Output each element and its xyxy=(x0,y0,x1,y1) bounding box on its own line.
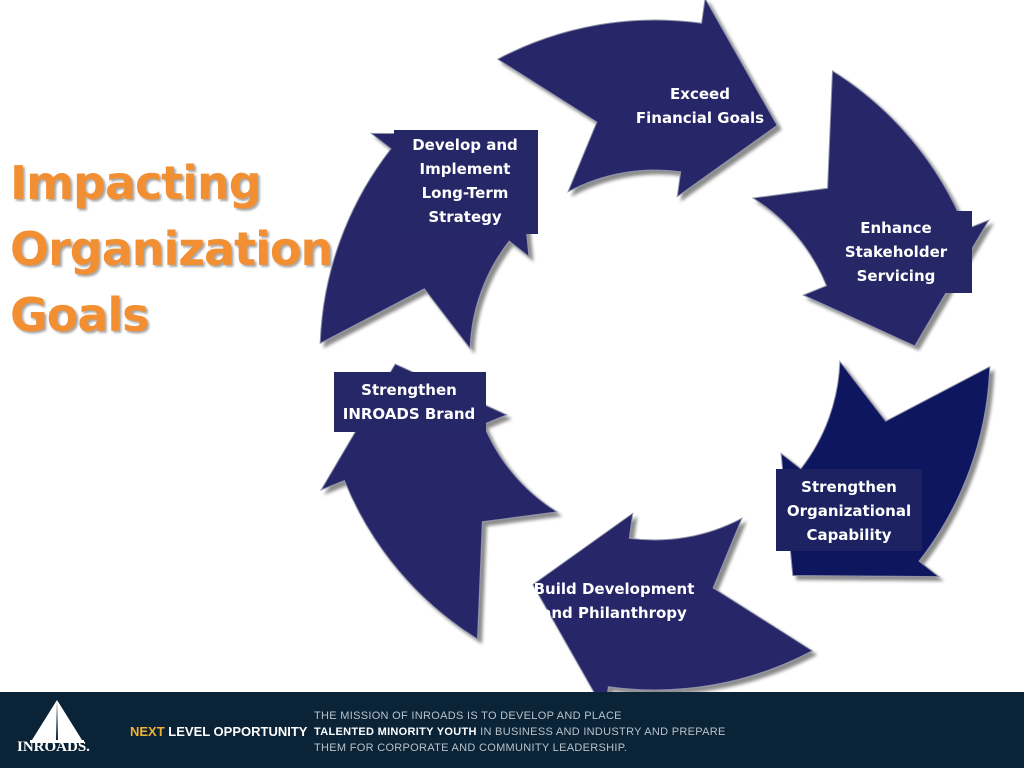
title-line-1: Impacting xyxy=(10,156,262,210)
step-line: Strengthen xyxy=(361,381,457,399)
title-line-2: Organization xyxy=(10,222,333,276)
label-box-organizational xyxy=(776,469,922,551)
step-line: Strengthen xyxy=(801,478,897,496)
step-line: Capability xyxy=(806,526,892,544)
step-develop-strategy: Develop and Implement Long-Term Strategy xyxy=(400,133,530,229)
step-line: and Philanthropy xyxy=(541,604,687,622)
logo-wordmark: INROADS. xyxy=(17,739,90,755)
title-line-3: Goals xyxy=(10,288,150,342)
tagline: NEXT LEVEL OPPORTUNITY xyxy=(130,724,307,739)
step-line: Strategy xyxy=(428,208,502,226)
step-enhance-stakeholder: Enhance Stakeholder Servicing xyxy=(836,216,956,288)
label-box-brand xyxy=(334,372,486,432)
mission-line-2: TALENTED MINORITY YOUTH IN BUSINESS AND … xyxy=(314,724,726,740)
goals-cycle-diagram xyxy=(319,0,991,700)
step-line: Long-Term xyxy=(421,184,509,202)
tagline-rest: LEVEL OPPORTUNITY xyxy=(164,724,308,739)
label-box-enhance xyxy=(838,211,972,293)
step-line: Enhance xyxy=(860,219,932,237)
step-line: Develop and xyxy=(412,136,518,154)
page-title: Impacting Organization Goals xyxy=(10,150,333,348)
label-box-develop xyxy=(394,130,538,234)
step-strengthen-capability: Strengthen Organizational Capability xyxy=(779,475,919,547)
step-line: Organizational xyxy=(786,502,912,520)
step-line: INROADS Brand xyxy=(342,405,476,423)
arrow-enhance xyxy=(751,70,990,347)
mission-emphasis: TALENTED MINORITY YOUTH xyxy=(314,726,477,738)
mission-line-3: THEM FOR CORPORATE AND COMMUNITY LEADERS… xyxy=(314,742,628,754)
arrow-build xyxy=(532,512,814,700)
step-line: Financial Goals xyxy=(635,109,765,127)
mission-line-1: THE MISSION OF INROADS IS TO DEVELOP AND… xyxy=(314,710,622,722)
arrow-exceed xyxy=(496,0,778,198)
mission-statement: THE MISSION OF INROADS IS TO DEVELOP AND… xyxy=(314,708,726,756)
inroads-logo xyxy=(30,700,84,743)
mission-line-2-rest: IN BUSINESS AND INDUSTRY AND PREPARE xyxy=(476,726,726,738)
step-strengthen-brand: Strengthen INROADS Brand xyxy=(334,378,484,426)
step-line: Servicing xyxy=(856,267,936,285)
step-line: Exceed xyxy=(670,85,730,103)
footer-bar: INROADS. NEXT LEVEL OPPORTUNITY THE MISS… xyxy=(0,692,1024,768)
step-line: Stakeholder xyxy=(844,243,948,261)
step-build-development: Build Development and Philanthropy xyxy=(524,577,704,625)
tagline-next: NEXT xyxy=(130,724,165,739)
step-line: Build Development xyxy=(533,580,695,598)
step-exceed-financial-goals: Exceed Financial Goals xyxy=(620,82,780,130)
step-line: Implement xyxy=(419,160,511,178)
